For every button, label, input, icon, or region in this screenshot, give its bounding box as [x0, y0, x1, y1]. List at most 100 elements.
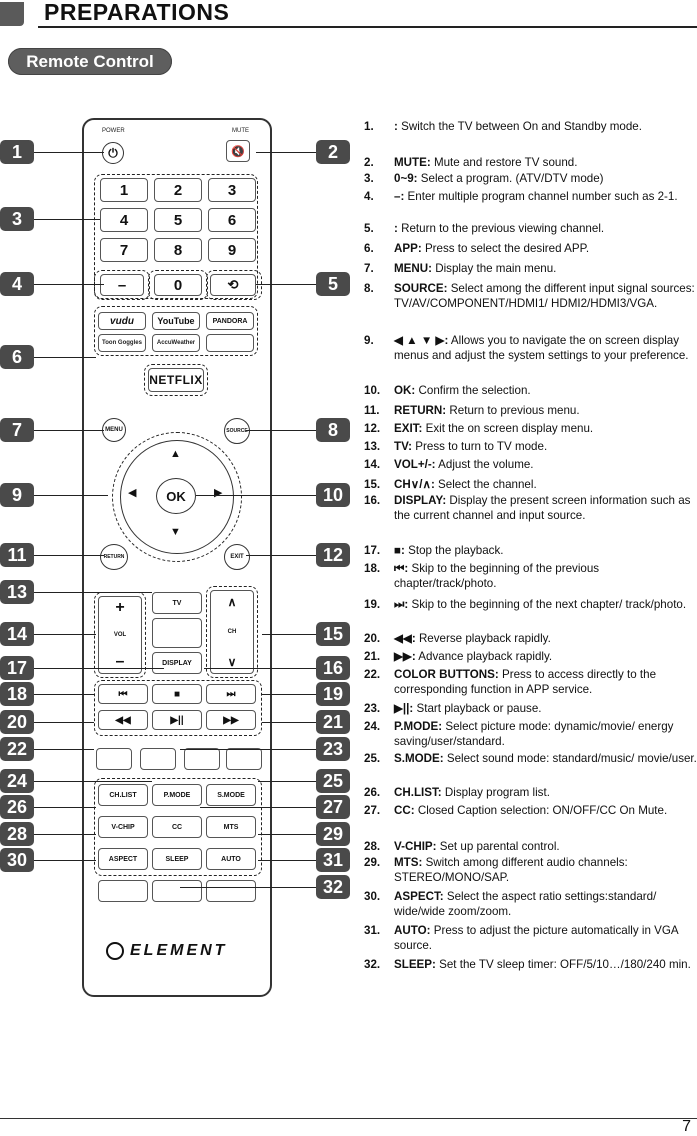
- blank-bottom-button-2[interactable]: [152, 880, 202, 902]
- blank-bottom-button-3[interactable]: [206, 880, 256, 902]
- page-number: 7: [682, 1118, 691, 1135]
- digit-4-button[interactable]: 4: [100, 208, 148, 232]
- badge-17: 17: [0, 656, 34, 680]
- description-text: Select the aspect ratio settings:standar…: [394, 890, 657, 918]
- blank-bottom-button-1[interactable]: [98, 880, 148, 902]
- description-key: EXIT:: [394, 422, 423, 435]
- color-button-green[interactable]: [140, 748, 176, 770]
- description-key: V-CHIP:: [394, 840, 437, 853]
- digit-9-button[interactable]: 9: [208, 238, 256, 262]
- description-text: Skip to the beginning of the next chapte…: [411, 598, 687, 611]
- accuweather-app-button[interactable]: AccuWeather: [152, 334, 200, 352]
- callout-line-9: [34, 495, 108, 496]
- digit-0-button[interactable]: 0: [154, 274, 202, 296]
- badge-32: 32: [316, 875, 350, 899]
- digit-8-button[interactable]: 8: [154, 238, 202, 262]
- ch-list-button[interactable]: CH.LIST: [98, 784, 148, 806]
- description-item: 6.APP: Press to select the desired APP.: [364, 242, 697, 257]
- description-item: 4.–: Enter multiple program channel numb…: [364, 190, 697, 205]
- left-arrow-icon[interactable]: ◀: [128, 487, 137, 499]
- description-number: 8.: [364, 282, 374, 295]
- description-text-block: VOL+/-: Adjust the volume.: [364, 458, 697, 473]
- down-arrow-icon[interactable]: ▼: [170, 526, 181, 538]
- toon-goggles-app-button[interactable]: Toon Goggles: [98, 334, 146, 352]
- description-number: 14.: [364, 458, 381, 471]
- power-button[interactable]: ⏻: [102, 142, 124, 164]
- pandora-app-button[interactable]: PANDORA: [206, 312, 254, 330]
- tv-button[interactable]: TV: [152, 592, 202, 614]
- badge-14: 14: [0, 622, 34, 646]
- up-arrow-icon[interactable]: ▲: [170, 448, 181, 460]
- display-button[interactable]: DISPLAY: [152, 652, 202, 674]
- badge-26: 26: [0, 795, 34, 819]
- play-pause-button[interactable]: ▶||: [152, 710, 202, 730]
- vudu-app-button[interactable]: vudu: [98, 312, 146, 330]
- stop-button[interactable]: ■: [152, 684, 202, 704]
- rewind-button[interactable]: ◀◀: [98, 710, 148, 730]
- digit-1-button[interactable]: 1: [100, 178, 148, 202]
- description-number: 10.: [364, 384, 381, 397]
- mts-button[interactable]: MTS: [206, 816, 256, 838]
- color-button-red[interactable]: [96, 748, 132, 770]
- return-button[interactable]: RETURN: [100, 544, 128, 570]
- description-text-block: SOURCE: Select among the different input…: [364, 282, 697, 311]
- cc-button[interactable]: CC: [152, 816, 202, 838]
- youtube-app-button[interactable]: YouTube: [152, 312, 200, 330]
- right-arrow-icon[interactable]: ▶: [214, 487, 223, 499]
- description-text-block: OK: Confirm the selection.: [364, 384, 697, 399]
- color-button-blue[interactable]: [226, 748, 262, 770]
- fast-forward-button[interactable]: ▶▶: [206, 710, 256, 730]
- description-text: Skip to the beginning of the previous ch…: [394, 562, 600, 590]
- aspect-button[interactable]: ASPECT: [98, 848, 148, 870]
- ch-down-icon[interactable]: ∨: [227, 655, 237, 669]
- digit-3-button[interactable]: 3: [208, 178, 256, 202]
- description-key: RETURN:: [394, 404, 447, 417]
- blank-app-button[interactable]: [206, 334, 254, 352]
- vol-up-icon[interactable]: +: [115, 599, 125, 616]
- menu-button[interactable]: MENU: [102, 418, 126, 442]
- badge-30: 30: [0, 848, 34, 872]
- digit-7-button[interactable]: 7: [100, 238, 148, 262]
- badge-3: 3: [0, 207, 34, 231]
- blank-center-button[interactable]: [152, 618, 202, 648]
- description-text: Select the channel.: [438, 478, 537, 491]
- vol-rocker[interactable]: + VOL –: [98, 596, 142, 674]
- description-text: Stop the playback.: [408, 544, 504, 557]
- description-key: CH.LIST:: [394, 786, 442, 799]
- description-item: 27.CC: Closed Caption selection: ON/OFF/…: [364, 804, 697, 819]
- brand-logo: ELEMENT: [130, 942, 228, 959]
- digit-5-button[interactable]: 5: [154, 208, 202, 232]
- description-text: Select picture mode: dynamic/movie/ ener…: [394, 720, 674, 748]
- description-key: MTS:: [394, 856, 423, 869]
- color-button-yellow[interactable]: [184, 748, 220, 770]
- source-button[interactable]: SOURCE: [224, 418, 250, 444]
- ch-rocker[interactable]: ∧ CH ∨: [210, 590, 254, 674]
- digit-2-button[interactable]: 2: [154, 178, 202, 202]
- badge-7: 7: [0, 418, 34, 442]
- description-text-block: SLEEP: Set the TV sleep timer: OFF/5/10……: [364, 958, 697, 973]
- auto-button[interactable]: AUTO: [206, 848, 256, 870]
- digit-6-button[interactable]: 6: [208, 208, 256, 232]
- next-track-button[interactable]: ⏭: [206, 684, 256, 704]
- sleep-button[interactable]: SLEEP: [152, 848, 202, 870]
- dash-button[interactable]: –: [100, 274, 144, 296]
- function-group: [94, 778, 262, 876]
- vol-down-icon[interactable]: –: [115, 653, 125, 670]
- brand-logo-icon: [106, 942, 124, 960]
- description-item: 22.COLOR BUTTONS: Press to access direct…: [364, 668, 697, 697]
- playback-group: [94, 680, 262, 736]
- s-mode-button[interactable]: S.MODE: [206, 784, 256, 806]
- ok-button[interactable]: OK: [156, 478, 196, 514]
- mute-button[interactable]: 🔇: [226, 140, 250, 162]
- description-item: 32.SLEEP: Set the TV sleep timer: OFF/5/…: [364, 958, 697, 973]
- netflix-app-button[interactable]: NETFLIX: [148, 368, 204, 392]
- recall-button[interactable]: ⟲: [210, 274, 256, 296]
- description-text-block: CC: Closed Caption selection: ON/OFF/CC …: [364, 804, 697, 819]
- ch-up-icon[interactable]: ∧: [227, 595, 237, 609]
- exit-button[interactable]: EXIT: [224, 544, 250, 570]
- prev-track-button[interactable]: ⏮: [98, 684, 148, 704]
- callout-line-19: [262, 694, 316, 695]
- badge-22: 22: [0, 737, 34, 761]
- p-mode-button[interactable]: P.MODE: [152, 784, 202, 806]
- v-chip-button[interactable]: V-CHIP: [98, 816, 148, 838]
